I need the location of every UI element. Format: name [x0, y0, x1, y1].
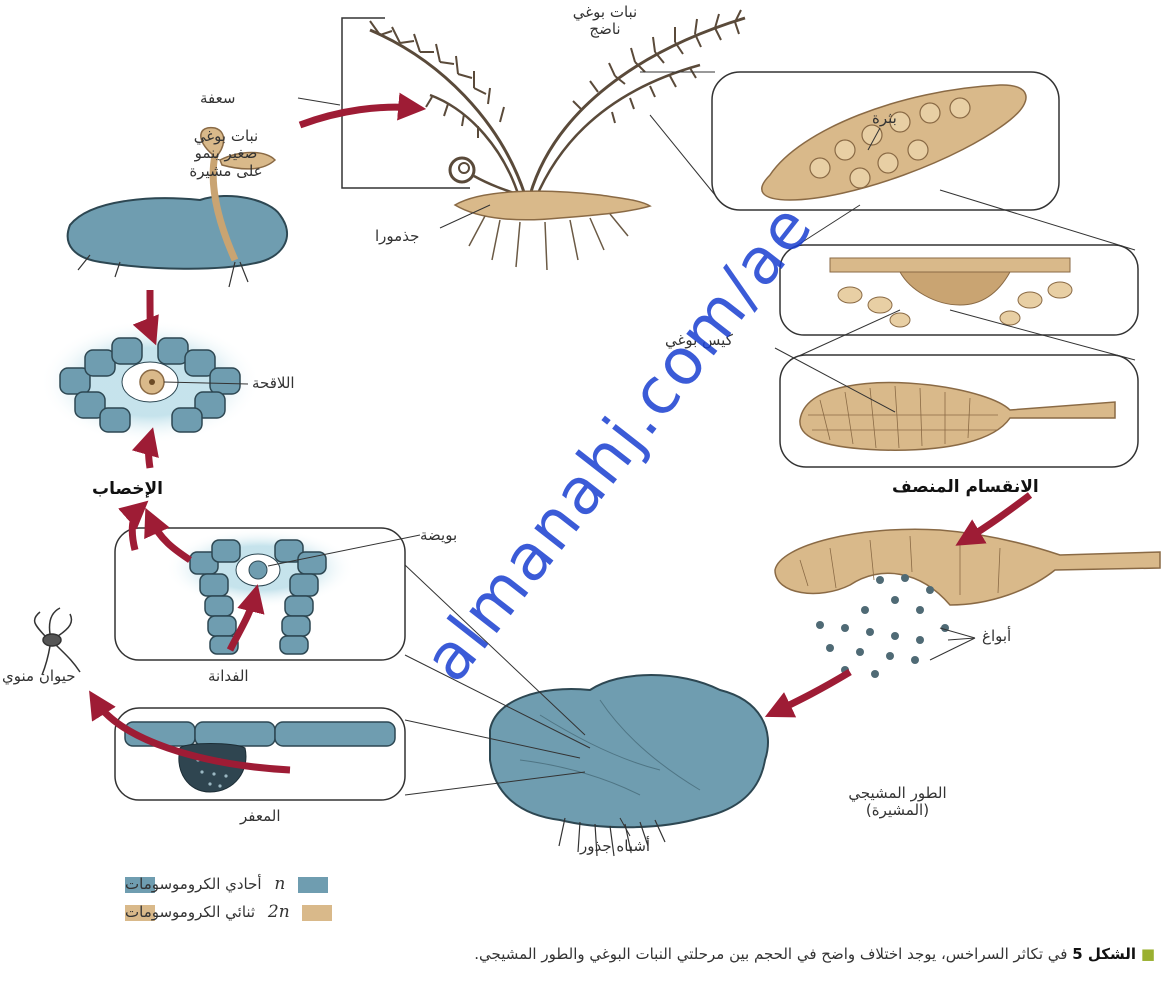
rhizome: [455, 191, 650, 270]
sorus-section-callout: [780, 190, 1138, 335]
label-mature-sporophyte: نبات بوغي ناضج: [560, 4, 650, 39]
figure-caption: ■ الشكل 5 في تكاثر السراخس، يوجد اختلاف …: [180, 944, 1155, 966]
label-spores: أبواغ: [982, 628, 1011, 645]
label-young-sporophyte: نبات بوغي صغير ينمو على مشيرة: [180, 128, 272, 180]
sperm-cell: [35, 608, 80, 675]
frond-detail-callout: [640, 72, 1059, 210]
diploid-text: ثنائي الكروموسومات: [125, 903, 255, 921]
caption-bullet: ■: [1141, 945, 1155, 963]
label-egg: بويضة: [420, 527, 457, 544]
zygote-archegonium: [40, 320, 260, 444]
caption-text: في تكاثر السراخس، يوجد اختلاف واضح في ال…: [474, 945, 1067, 963]
haploid-text: أحادي الكروموسومات: [125, 875, 262, 893]
haploid-symbol: n: [274, 874, 285, 894]
label-meiosis: الانقسام المنصف: [892, 478, 1039, 498]
label-rhizome: جذمورا: [375, 228, 419, 245]
diploid-symbol: 2n: [268, 902, 290, 922]
label-fertilization: الإخصاب: [92, 480, 163, 500]
label-archegonium: الفدانة: [208, 668, 249, 685]
label-antheridium: المعفر: [240, 808, 281, 825]
haploid-swatch: [298, 877, 328, 893]
mature-sporophyte: [370, 10, 745, 200]
spores-pointer: [930, 628, 975, 660]
diploid-swatch: [302, 905, 332, 921]
label-gametophyte: الطور المشيجي (المشيرة): [835, 785, 960, 820]
label-sorus: بثرة: [872, 110, 897, 127]
label-sperm: حيوان منوي: [2, 668, 76, 685]
gametophyte: [490, 675, 768, 856]
legend-haploid: n أحادي الكروموسومات: [125, 874, 328, 894]
label-zygote: اللاقحة: [252, 375, 295, 392]
label-rhizoids: أشباه جذور: [580, 838, 650, 855]
caption-figure-number: الشكل 5: [1072, 945, 1136, 963]
label-frond: سعفة: [200, 90, 235, 107]
legend-diploid: 2n ثنائي الكروموسومات: [125, 902, 332, 922]
